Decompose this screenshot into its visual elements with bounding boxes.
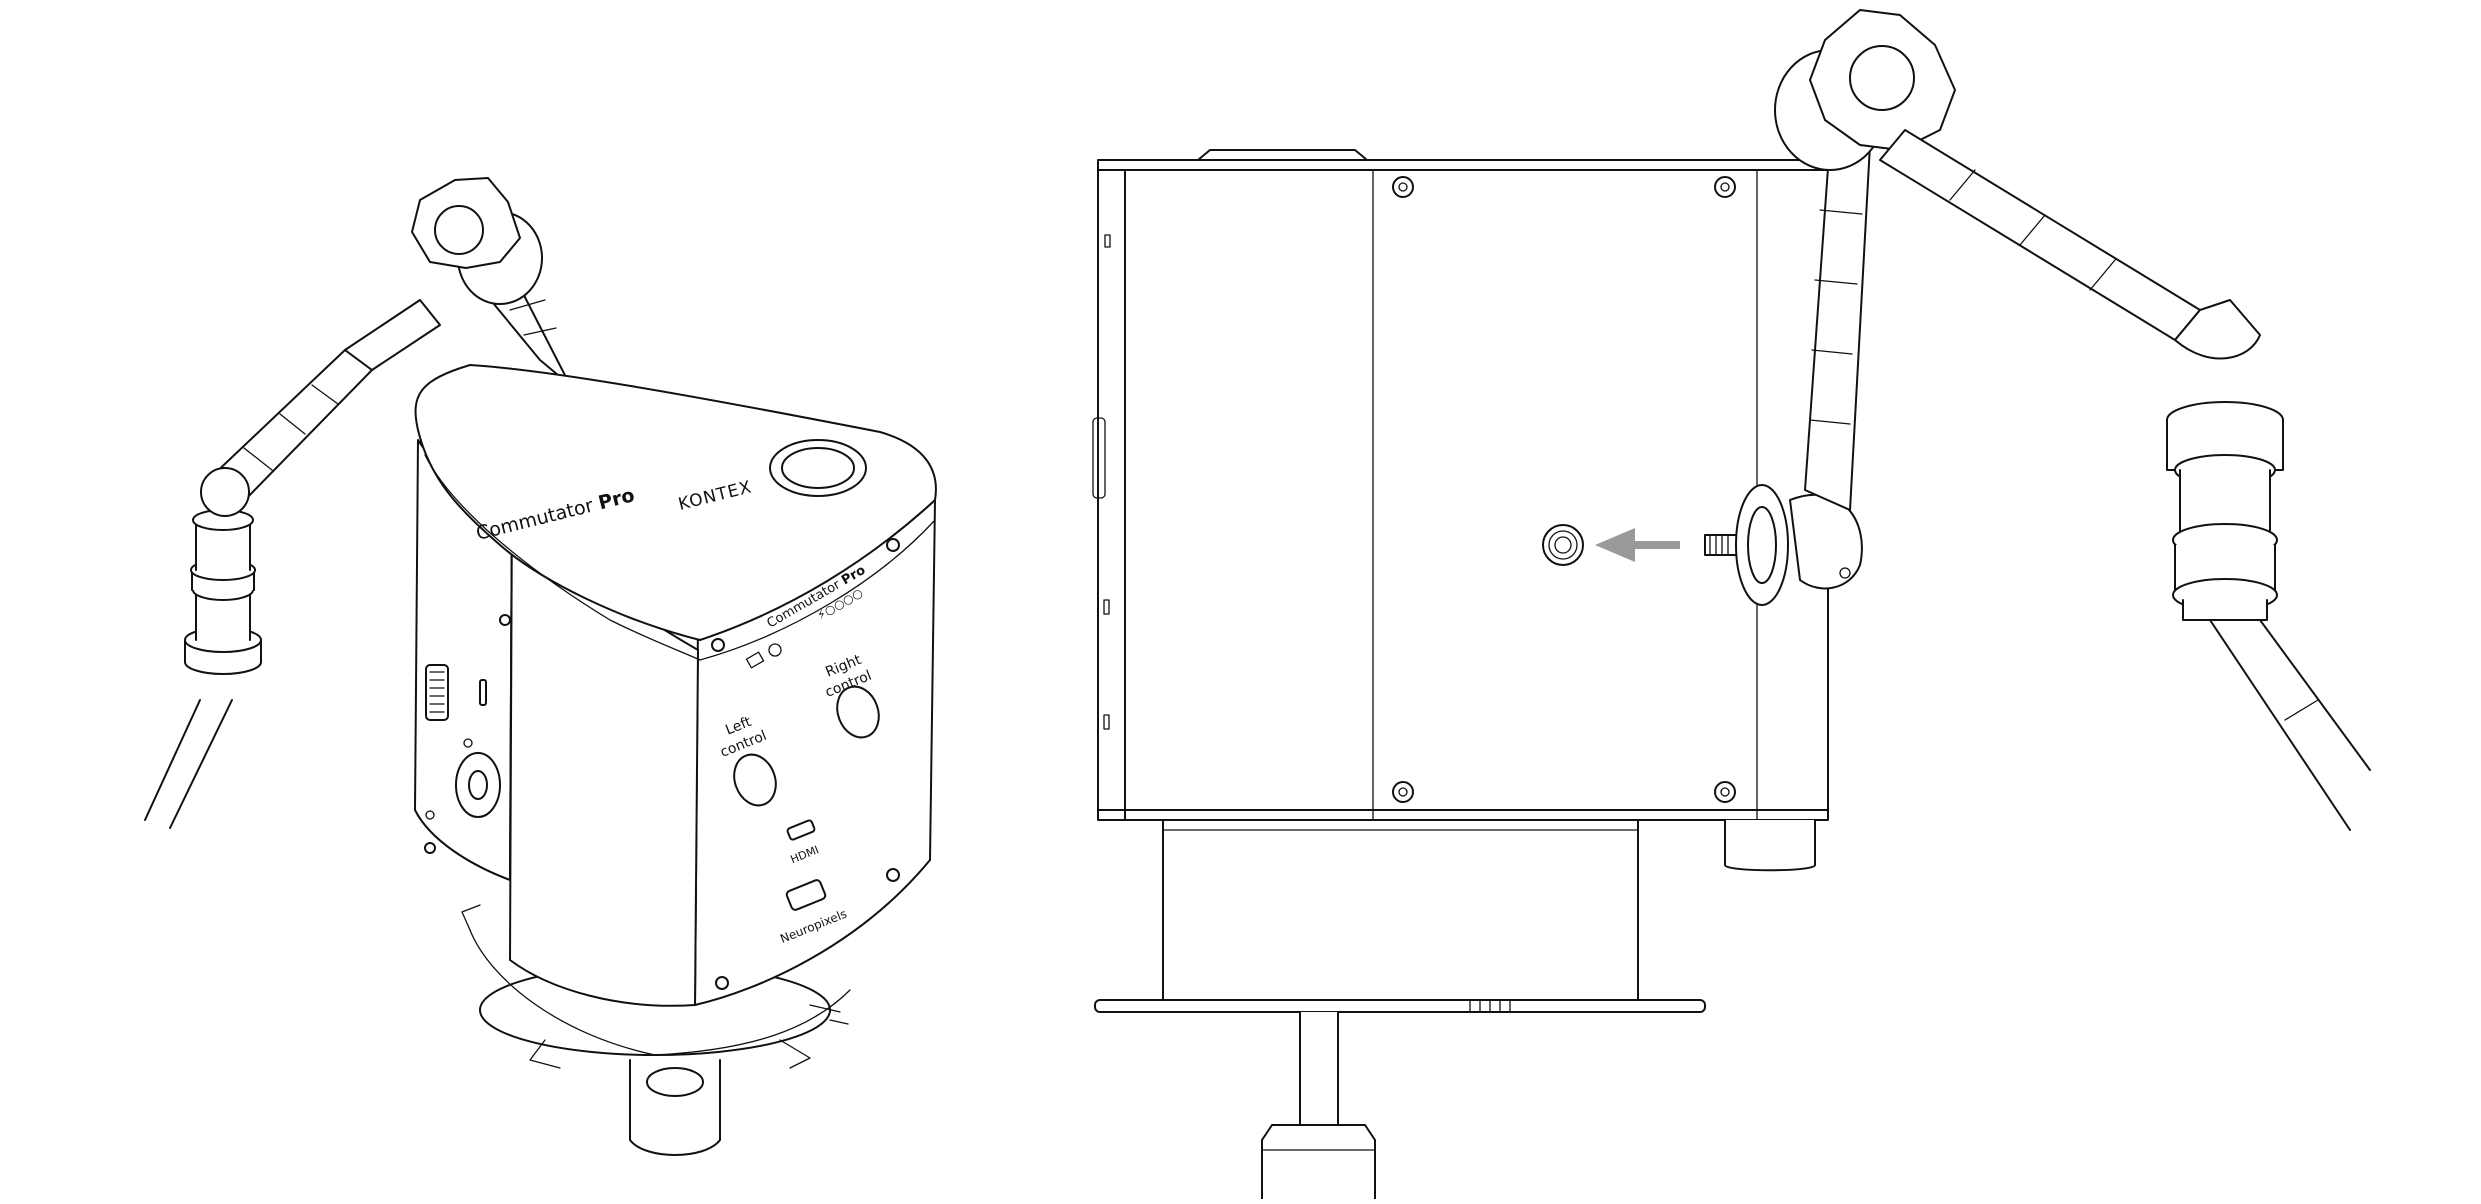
neuropixels-port-icon — [785, 879, 827, 911]
side-view-box — [1092, 159, 1829, 821]
left-control-knob-icon — [733, 753, 777, 807]
screw-icon — [715, 976, 729, 990]
screw-icon — [886, 538, 900, 552]
left-star-knob-icon — [411, 177, 543, 305]
screw-icon — [499, 614, 511, 626]
left-magic-arm — [144, 177, 571, 829]
screw-icon — [424, 842, 436, 854]
side-screws — [1392, 176, 1736, 803]
left-isometric-view: Commutator Pro KONTEX Commutator Pro ⚡○ — [144, 177, 937, 1156]
screw-icon — [886, 868, 900, 882]
top-power-button-icon — [769, 439, 867, 497]
left-commutator-body: Commutator Pro KONTEX Commutator Pro ⚡○ — [414, 364, 937, 1007]
hdmi-port-icon — [786, 819, 816, 841]
right-control-knob-icon — [836, 685, 880, 739]
lower-clamp-icon — [184, 509, 262, 675]
right-clamp-icon — [2166, 401, 2284, 621]
left-face-connectors — [425, 664, 501, 820]
base-plate — [1094, 999, 1706, 1013]
screw-icon — [711, 638, 725, 652]
screw-hole-icon — [1542, 524, 1584, 566]
right-side-view — [1092, 9, 2371, 1200]
status-indicator-icon — [768, 643, 782, 657]
arrow-left-icon — [1595, 528, 1680, 562]
laptop-icon — [745, 651, 765, 669]
side-magic-arm — [1704, 9, 2371, 831]
